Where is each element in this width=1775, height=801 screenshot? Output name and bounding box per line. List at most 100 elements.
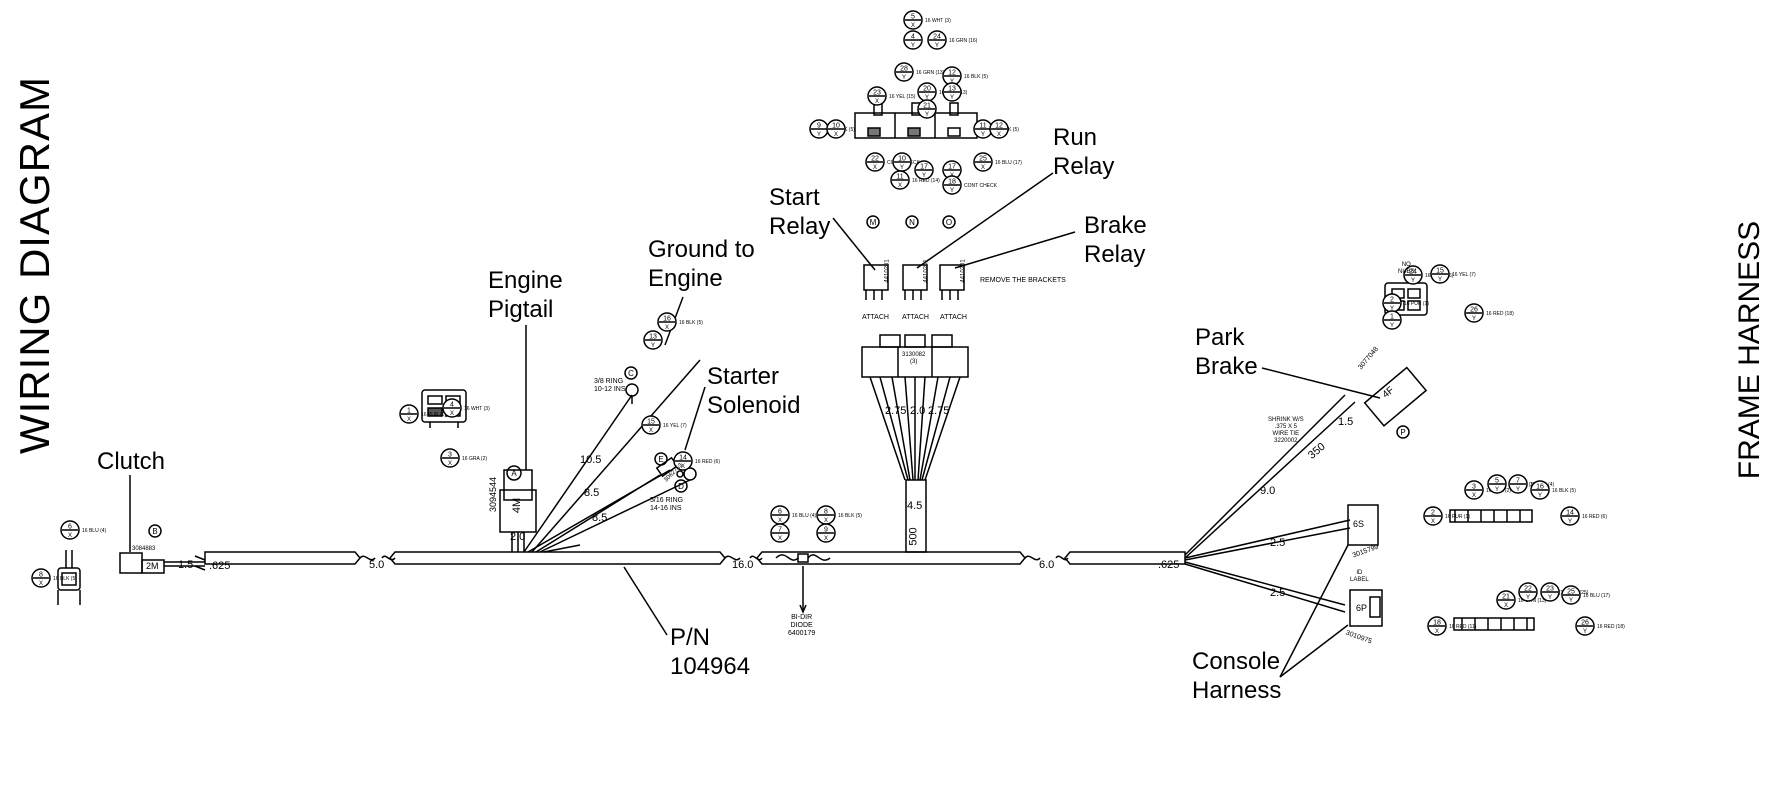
wire-tag-number: 8 bbox=[824, 509, 828, 516]
dim-2-75a: 2.75 bbox=[885, 405, 907, 417]
connector-6s-code: 6S bbox=[1353, 519, 1365, 529]
wire-tag: 7X bbox=[770, 523, 790, 543]
ring-terminal-516 bbox=[674, 467, 697, 493]
dim-1-5r: 1.5 bbox=[1338, 416, 1354, 428]
wire-tag-number: 13 bbox=[948, 86, 956, 93]
marker-E bbox=[654, 452, 668, 466]
wire-tag-description: CONT CHECK bbox=[964, 183, 998, 189]
wire-tag-description: 16 RED (11) bbox=[1449, 624, 1477, 630]
wire-tag-number: 14 bbox=[679, 455, 687, 462]
relay-bundle-wires bbox=[869, 376, 961, 553]
wire-tag-letter: Y bbox=[935, 43, 939, 49]
trunk-segment-4 bbox=[1064, 551, 1186, 565]
wire-tag-number: 3 bbox=[448, 452, 452, 459]
wire-tag-number: 11 bbox=[979, 123, 986, 130]
diode-symbol bbox=[775, 553, 831, 614]
wire-tag-number: 26 bbox=[1470, 307, 1478, 314]
wire-tag-letter: Y bbox=[981, 132, 985, 138]
wire-tag-number: 16 bbox=[1536, 484, 1544, 491]
wire-tag-number: 12 bbox=[995, 123, 1003, 130]
wire-tag-letter: Y bbox=[911, 43, 915, 49]
marker-letter-C: C bbox=[628, 369, 634, 378]
wire-tag-number: 9 bbox=[817, 123, 821, 130]
relay-pn-run: 4410201 bbox=[923, 259, 930, 283]
wire-tag-number: 21 bbox=[1502, 594, 1510, 601]
wire-tag-letter: X bbox=[824, 536, 828, 542]
wire-tag-letter: Y bbox=[922, 173, 926, 179]
wire-tag-letter: X bbox=[911, 23, 915, 29]
dim-0625-left: .625 bbox=[209, 560, 231, 572]
callout-engine-pigtail: Engine Pigtail bbox=[488, 267, 563, 323]
trunk-segment-2 bbox=[389, 551, 726, 565]
marker-D bbox=[674, 479, 688, 493]
wire-tag: 17Y bbox=[914, 160, 934, 180]
relay-pn-start: 4410201 bbox=[884, 259, 891, 283]
wire-tag: 10Y bbox=[892, 152, 912, 172]
relay-socket-pn: 3130082 bbox=[902, 352, 926, 358]
marker-letter-E: E bbox=[658, 455, 663, 464]
wire-tag-letter: X bbox=[834, 132, 838, 138]
attach-brake: ATTACH bbox=[940, 314, 967, 321]
wire-tag: 13Y bbox=[942, 82, 962, 102]
marker-letter-O: O bbox=[946, 218, 952, 227]
wire-tag-description: 16 PUR (1) bbox=[421, 412, 446, 418]
dim-2-0r: 2.0 bbox=[910, 405, 926, 417]
wire-tag-letter: X bbox=[649, 428, 653, 434]
wire-tag-letter: Y bbox=[1438, 277, 1442, 283]
dim-2-75b: 2.75 bbox=[928, 405, 950, 417]
marker-A bbox=[506, 465, 522, 481]
wire-tag-letter: X bbox=[873, 165, 877, 171]
wire-tag-letter: Y bbox=[925, 95, 929, 101]
engine-pigtail-connector bbox=[499, 465, 537, 552]
wire-tag-number: 6 bbox=[68, 524, 72, 531]
callout-brake-relay: Brake Relay bbox=[1084, 212, 1147, 268]
marker-letter-M: M bbox=[870, 218, 877, 227]
dim-16-0: 16.0 bbox=[732, 559, 754, 571]
dim-9-0: 9.0 bbox=[1260, 485, 1276, 497]
callout-starter-solenoid: Starter Solenoid bbox=[707, 363, 801, 419]
wire-tag-number: 15 bbox=[647, 419, 655, 426]
connector-6p-code: 6P bbox=[1356, 603, 1368, 613]
shrink-note: SHRINK W/S .375 X 5 WIRE TIE 3220002 bbox=[1268, 417, 1304, 444]
callout-park-brake: Park Brake bbox=[1195, 324, 1258, 380]
pigtail-code: 4M bbox=[511, 497, 524, 514]
note-remove-brackets: REMOVE THE BRACKETS bbox=[980, 277, 1066, 284]
wire-tag: 13Y bbox=[643, 330, 663, 350]
wire-tag-number: 22 bbox=[1524, 586, 1532, 593]
wire-tag-number: 2 bbox=[1390, 297, 1394, 304]
console-plug-2-icon bbox=[1453, 617, 1535, 631]
dim-2-5b: 2.5 bbox=[1270, 587, 1286, 599]
wire-tag-number: 17 bbox=[920, 164, 928, 171]
wire-tag-description: 16 BLU (17) bbox=[1583, 593, 1610, 599]
wire-tag-letter: X bbox=[407, 417, 411, 423]
callout-console-harness: Console Harness bbox=[1192, 648, 1282, 704]
dim-10-5: 10.5 bbox=[580, 454, 602, 466]
wire-tag-number: 23 bbox=[873, 90, 881, 97]
relay-harness-connector bbox=[854, 102, 978, 139]
wire-tag-description: 16 BLK (5) bbox=[838, 513, 862, 519]
wire-tag-number: 17 bbox=[948, 164, 956, 171]
wire-tag-description: 16 GRA (2) bbox=[462, 456, 487, 462]
wire-tag-letter: Y bbox=[1548, 595, 1552, 601]
wire-tag-description: 16 PUR (1) bbox=[1445, 514, 1470, 520]
wire-tag-number: 10 bbox=[898, 156, 906, 163]
wire-tag-number: 15 bbox=[1436, 268, 1444, 275]
wire-tag-letter: X bbox=[1431, 519, 1435, 525]
pigtail-plug-icon bbox=[421, 389, 467, 428]
run-relay-body bbox=[902, 264, 928, 300]
wire-tag-number: 20 bbox=[923, 86, 931, 93]
wire-tag-number: 16 bbox=[663, 316, 671, 323]
